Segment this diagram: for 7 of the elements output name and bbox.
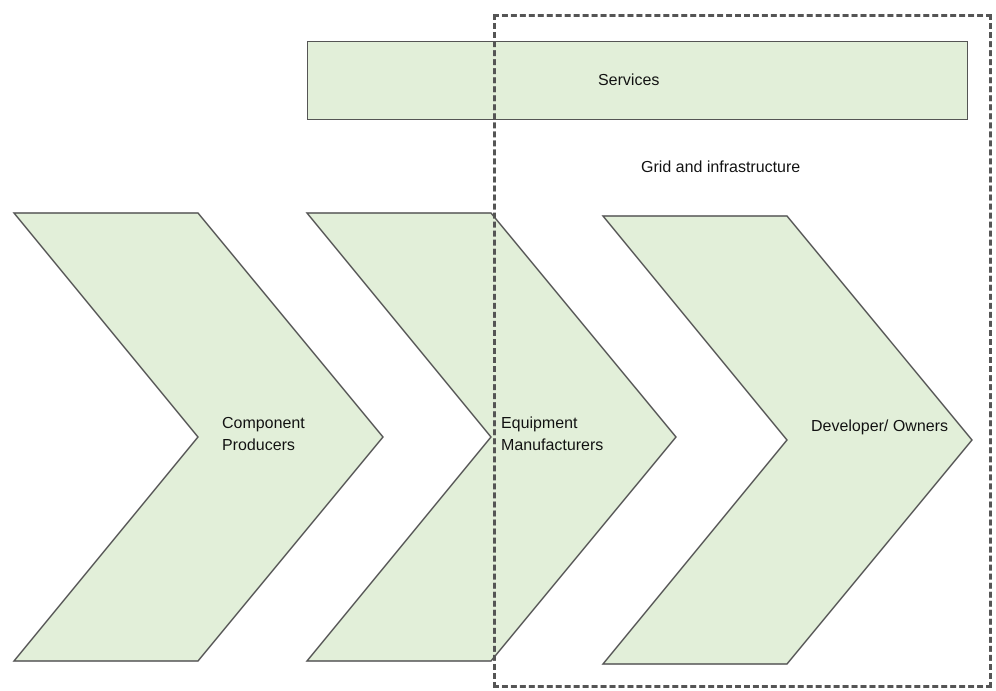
stage-label: Equipment Manufacturers [501, 414, 604, 456]
bar-label: Services [598, 71, 660, 91]
dashed-boundary [493, 14, 992, 688]
region-label: Grid and infrastructure [641, 158, 800, 178]
stage-label: Developer/ Owners [811, 417, 949, 437]
services-bar [307, 41, 968, 120]
stage-label: Component Producers [222, 414, 306, 456]
